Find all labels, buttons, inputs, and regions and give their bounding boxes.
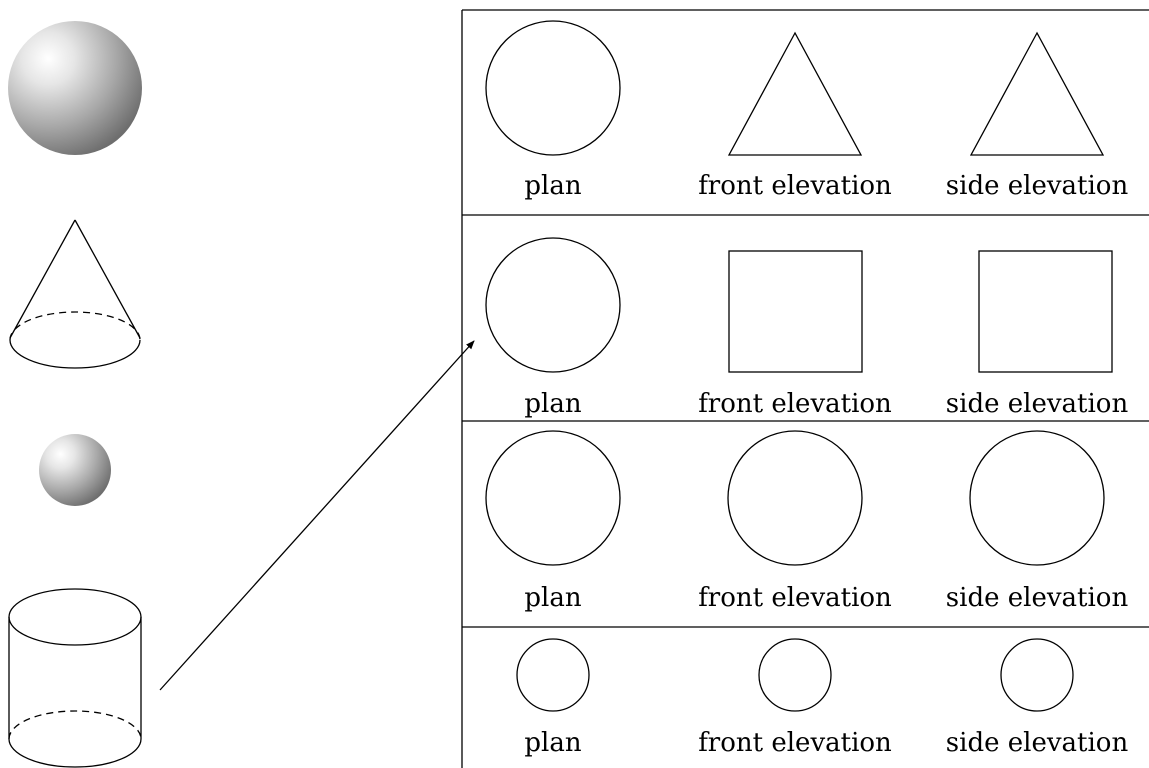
pointer-arrow bbox=[159, 340, 475, 691]
side-elevation-label: side elevation bbox=[946, 171, 1129, 201]
views-row-4: plan front elevation side elevation bbox=[516, 638, 1129, 758]
views-row-2: plan front elevation side elevation bbox=[485, 237, 1129, 419]
side-elevation-label: side elevation bbox=[946, 583, 1129, 613]
views-row-1: plan front elevation side elevation bbox=[485, 20, 1129, 201]
side-elevation-label: side elevation bbox=[946, 728, 1129, 758]
plan-label: plan bbox=[524, 171, 581, 201]
side-elevation-circle bbox=[969, 430, 1105, 566]
front-elevation-square bbox=[728, 250, 863, 373]
views-row-3: plan front elevation side elevation bbox=[485, 430, 1129, 613]
front-elevation-circle bbox=[727, 430, 863, 566]
side-elevation-label: side elevation bbox=[946, 389, 1129, 419]
plan-label: plan bbox=[524, 389, 581, 419]
plan-circle bbox=[516, 638, 590, 712]
plan-circle bbox=[485, 430, 621, 566]
side-elevation-triangle bbox=[969, 31, 1105, 156]
side-elevation-square bbox=[978, 250, 1113, 373]
front-elevation-triangle bbox=[727, 31, 863, 156]
front-elevation-circle bbox=[758, 638, 832, 712]
front-elevation-label: front elevation bbox=[698, 728, 892, 758]
views-table-frame bbox=[461, 9, 1149, 768]
front-elevation-label: front elevation bbox=[698, 389, 892, 419]
plan-circle bbox=[485, 20, 621, 156]
plan-label: plan bbox=[524, 583, 581, 613]
front-elevation-label: front elevation bbox=[698, 583, 892, 613]
cone-wireframe-icon bbox=[9, 219, 141, 369]
front-elevation-label: front elevation bbox=[698, 171, 892, 201]
cylinder-wireframe-icon bbox=[8, 588, 142, 768]
plan-circle bbox=[485, 237, 621, 373]
side-elevation-circle bbox=[1000, 638, 1074, 712]
shaded-sphere-icon bbox=[8, 21, 142, 155]
small-shaded-sphere-icon bbox=[39, 434, 111, 506]
plan-label: plan bbox=[524, 728, 581, 758]
